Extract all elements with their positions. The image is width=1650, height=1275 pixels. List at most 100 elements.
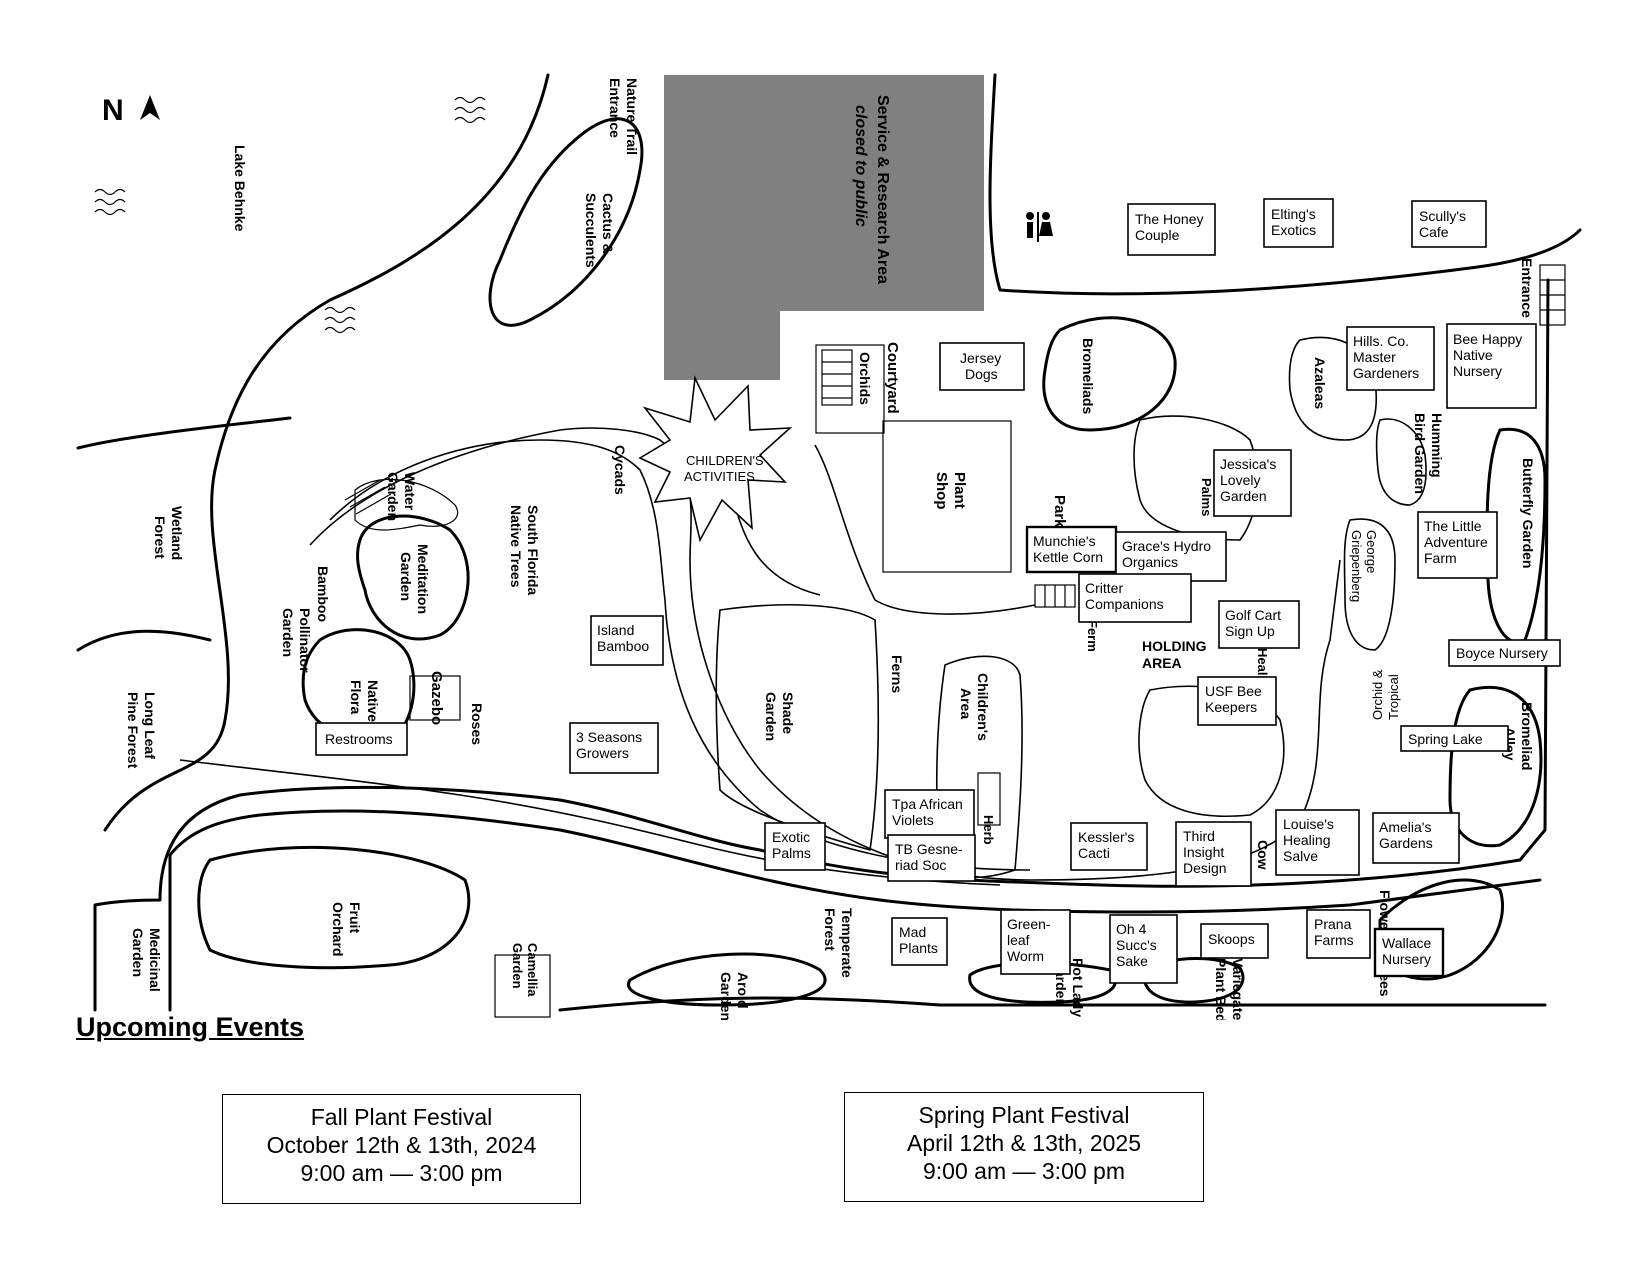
vendor-eltings-exotics[interactable]: Elting's Exotics bbox=[1263, 198, 1334, 248]
svg-text:Couple: Couple bbox=[1135, 227, 1180, 243]
svg-text:Louise's: Louise's bbox=[1283, 816, 1334, 832]
svg-text:Garden: Garden bbox=[398, 552, 414, 601]
vendor-tb-gesneriad[interactable]: TB Gesne- riad Soc bbox=[887, 834, 976, 882]
svg-text:Design: Design bbox=[1183, 860, 1227, 876]
svg-text:Scully's: Scully's bbox=[1419, 208, 1466, 224]
svg-text:Entrance: Entrance bbox=[607, 78, 623, 138]
svg-text:Jersey: Jersey bbox=[960, 350, 1001, 366]
vendor-louises-salve[interactable]: Louise's Healing Salve bbox=[1275, 809, 1360, 876]
upcoming-events-heading: Upcoming Events bbox=[76, 1012, 305, 1042]
vendor-graces-hydro[interactable]: Grace's Hydro Organics bbox=[1115, 531, 1227, 582]
brick-walkway-orchids bbox=[821, 349, 853, 406]
humming-bed bbox=[1375, 418, 1427, 506]
vendor-wallace-nursery[interactable]: Wallace Nursery bbox=[1373, 927, 1445, 978]
svg-text:USF Bee: USF Bee bbox=[1205, 683, 1262, 699]
vendor-hills-co-master[interactable]: Hills. Co. Master Gardeners bbox=[1346, 326, 1435, 391]
brick-walkway-entrance bbox=[1539, 264, 1566, 326]
label-holding-area: HOLDING AREA bbox=[1142, 638, 1207, 671]
svg-text:3 Seasons: 3 Seasons bbox=[576, 729, 642, 745]
svg-text:Garden: Garden bbox=[280, 608, 296, 657]
svg-text:Forest: Forest bbox=[822, 908, 838, 951]
water-garden-bridge bbox=[344, 479, 392, 515]
vendor-three-seasons[interactable]: 3 Seasons Growers bbox=[569, 722, 659, 774]
label-bamboo: Bamboo bbox=[315, 566, 331, 622]
svg-text:Bromeliad: Bromeliad bbox=[1519, 702, 1535, 770]
palms-bed bbox=[1133, 415, 1259, 541]
vendor-green-leaf-worm[interactable]: Green- leaf Worm bbox=[1000, 909, 1071, 975]
svg-text:Keepers: Keepers bbox=[1205, 699, 1257, 715]
vendor-exotic-palms[interactable]: Exotic Palms bbox=[764, 822, 826, 871]
vendor-third-insight[interactable]: Third Insight Design bbox=[1175, 821, 1252, 887]
herb-box bbox=[977, 772, 1001, 826]
svg-text:Native: Native bbox=[1453, 347, 1493, 363]
svg-text:Garden: Garden bbox=[510, 943, 525, 989]
vendor-mad-plants[interactable]: Mad Plants bbox=[891, 917, 948, 966]
restroom-icon bbox=[1026, 212, 1053, 242]
svg-text:Critter: Critter bbox=[1085, 580, 1123, 596]
vendor-boxes: The Honey Couple Elting's Exotics Scully… bbox=[315, 198, 1561, 984]
george-bed bbox=[1343, 518, 1396, 651]
label-aroid-garden: Aroid Garden bbox=[718, 972, 751, 1020]
svg-text:Salve: Salve bbox=[1283, 848, 1318, 864]
vendor-usf-bee[interactable]: USF Bee Keepers bbox=[1197, 676, 1277, 726]
vendor-kesslers-cacti[interactable]: Kessler's Cacti bbox=[1070, 822, 1148, 871]
svg-text:Area: Area bbox=[958, 688, 974, 719]
svg-text:Bee Happy: Bee Happy bbox=[1453, 331, 1522, 347]
lake-shore bbox=[103, 73, 550, 832]
svg-text:Children's: Children's bbox=[975, 673, 991, 741]
svg-text:Oh 4: Oh 4 bbox=[1116, 921, 1147, 937]
label-native-flora: Native Flora bbox=[348, 680, 381, 722]
svg-text:Bamboo: Bamboo bbox=[597, 638, 649, 654]
vendor-island-bamboo[interactable]: Island Bamboo bbox=[590, 615, 664, 666]
svg-text:riad Soc: riad Soc bbox=[895, 857, 946, 873]
svg-text:Plant: Plant bbox=[951, 472, 968, 509]
label-bromeliads: Bromeliads bbox=[1080, 338, 1096, 414]
svg-text:AREA: AREA bbox=[1142, 655, 1182, 671]
vendor-little-adventure[interactable]: The Little Adventure Farm bbox=[1417, 511, 1498, 579]
vendor-boyce-nursery[interactable]: Boyce Nursery bbox=[1448, 639, 1561, 667]
svg-text:Forest: Forest bbox=[152, 516, 168, 559]
vendor-prana-farms[interactable]: Prana Farms bbox=[1306, 909, 1371, 959]
label-palms: Palms bbox=[1199, 478, 1214, 516]
service-building bbox=[664, 75, 984, 311]
vendor-restrooms[interactable]: Restrooms bbox=[315, 722, 408, 756]
svg-text:Medicinal: Medicinal bbox=[147, 928, 163, 992]
svg-text:Mad: Mad bbox=[899, 924, 926, 940]
vendor-golf-cart[interactable]: Golf Cart Sign Up bbox=[1218, 600, 1300, 649]
svg-text:Flora: Flora bbox=[348, 680, 364, 714]
vendor-amelias-gardens[interactable]: Amelia's Gardens bbox=[1372, 812, 1460, 864]
fall-festival-box: Fall Plant Festival October 12th & 13th,… bbox=[222, 1094, 581, 1204]
vendor-jersey-dogs[interactable]: Jersey Dogs bbox=[939, 342, 1025, 391]
svg-text:Amelia's: Amelia's bbox=[1379, 819, 1431, 835]
svg-text:Sake: Sake bbox=[1116, 953, 1148, 969]
vendor-critter-companions[interactable]: Critter Companions bbox=[1078, 573, 1192, 623]
north-arrow bbox=[140, 95, 160, 120]
svg-text:Native: Native bbox=[365, 680, 381, 722]
vendor-jessicas-garden[interactable]: Jessica's Lovely Garden bbox=[1213, 449, 1292, 517]
label-childrens-area: Children's Area bbox=[958, 673, 991, 741]
vendor-munchies[interactable]: Munchie's Kettle Corn bbox=[1025, 525, 1118, 574]
svg-text:Jessica's: Jessica's bbox=[1220, 456, 1276, 472]
svg-text:Companions: Companions bbox=[1085, 596, 1164, 612]
svg-text:Insight: Insight bbox=[1183, 844, 1224, 860]
label-orchid-tropical: Orchid & Tropical bbox=[1370, 669, 1401, 720]
vendor-oh4-succs[interactable]: Oh 4 Succ's Sake bbox=[1109, 914, 1178, 984]
svg-text:Garden: Garden bbox=[718, 972, 734, 1020]
vendor-spring-lake[interactable]: Spring Lake bbox=[1400, 725, 1509, 752]
vendor-skoops[interactable]: Skoops bbox=[1200, 923, 1269, 959]
svg-text:Violets: Violets bbox=[892, 812, 934, 828]
svg-text:Nursery: Nursery bbox=[1453, 363, 1502, 379]
label-roses: Roses bbox=[469, 703, 485, 745]
svg-text:Growers: Growers bbox=[576, 745, 629, 761]
svg-text:ACTIVITIES: ACTIVITIES bbox=[684, 469, 755, 484]
label-service-area: Service & Research Area closed to public bbox=[852, 95, 891, 284]
vendor-bee-happy[interactable]: Bee Happy Native Nursery bbox=[1446, 323, 1537, 409]
vendor-honey-couple[interactable]: The Honey Couple bbox=[1127, 203, 1216, 256]
spring-festival-dates: April 12th & 13th, 2025 bbox=[907, 1130, 1141, 1156]
vendor-tpa-african-violets[interactable]: Tpa African Violets bbox=[884, 789, 975, 839]
svg-text:Humming: Humming bbox=[1429, 413, 1445, 478]
childrens-activities-burst bbox=[638, 375, 793, 543]
svg-text:Organics: Organics bbox=[1122, 554, 1178, 570]
label-entrance: Entrance bbox=[1519, 258, 1535, 318]
vendor-scullys-cafe[interactable]: Scully's Cafe bbox=[1411, 200, 1487, 248]
